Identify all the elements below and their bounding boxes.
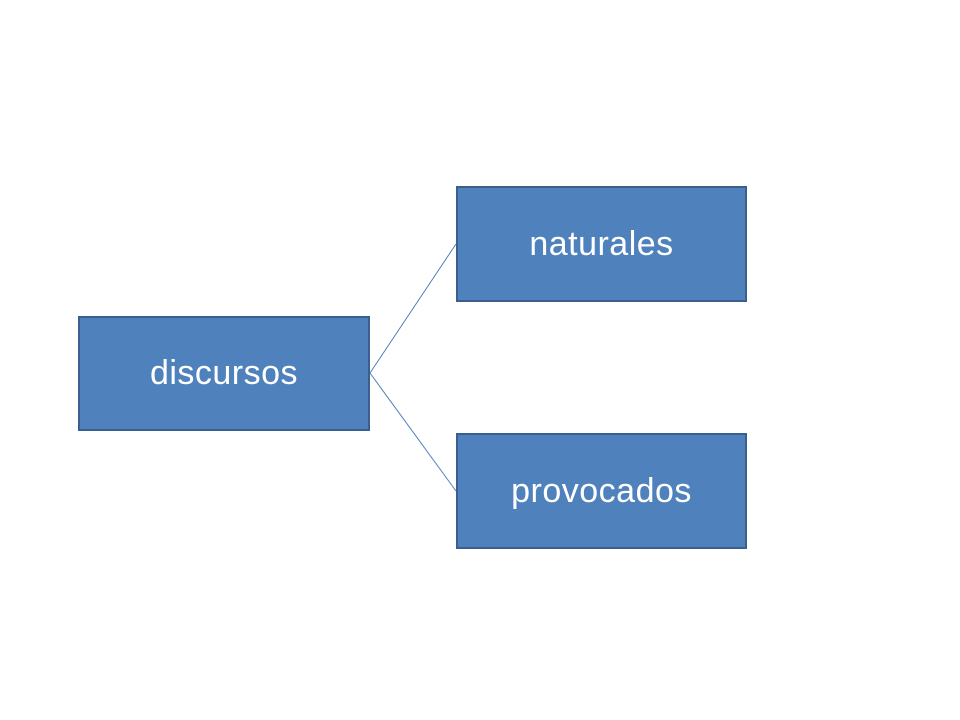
node-naturales-label: naturales xyxy=(529,224,674,263)
node-naturales[interactable]: naturales xyxy=(456,186,747,302)
node-discursos-label: discursos xyxy=(149,354,299,392)
connector-root-to-provocados xyxy=(369,372,457,492)
node-provocados[interactable]: provocados xyxy=(456,433,747,549)
node-provocados-label: provocados xyxy=(511,471,692,510)
node-discursos[interactable]: discursos xyxy=(78,316,370,431)
connector-root-to-naturales xyxy=(369,243,457,374)
